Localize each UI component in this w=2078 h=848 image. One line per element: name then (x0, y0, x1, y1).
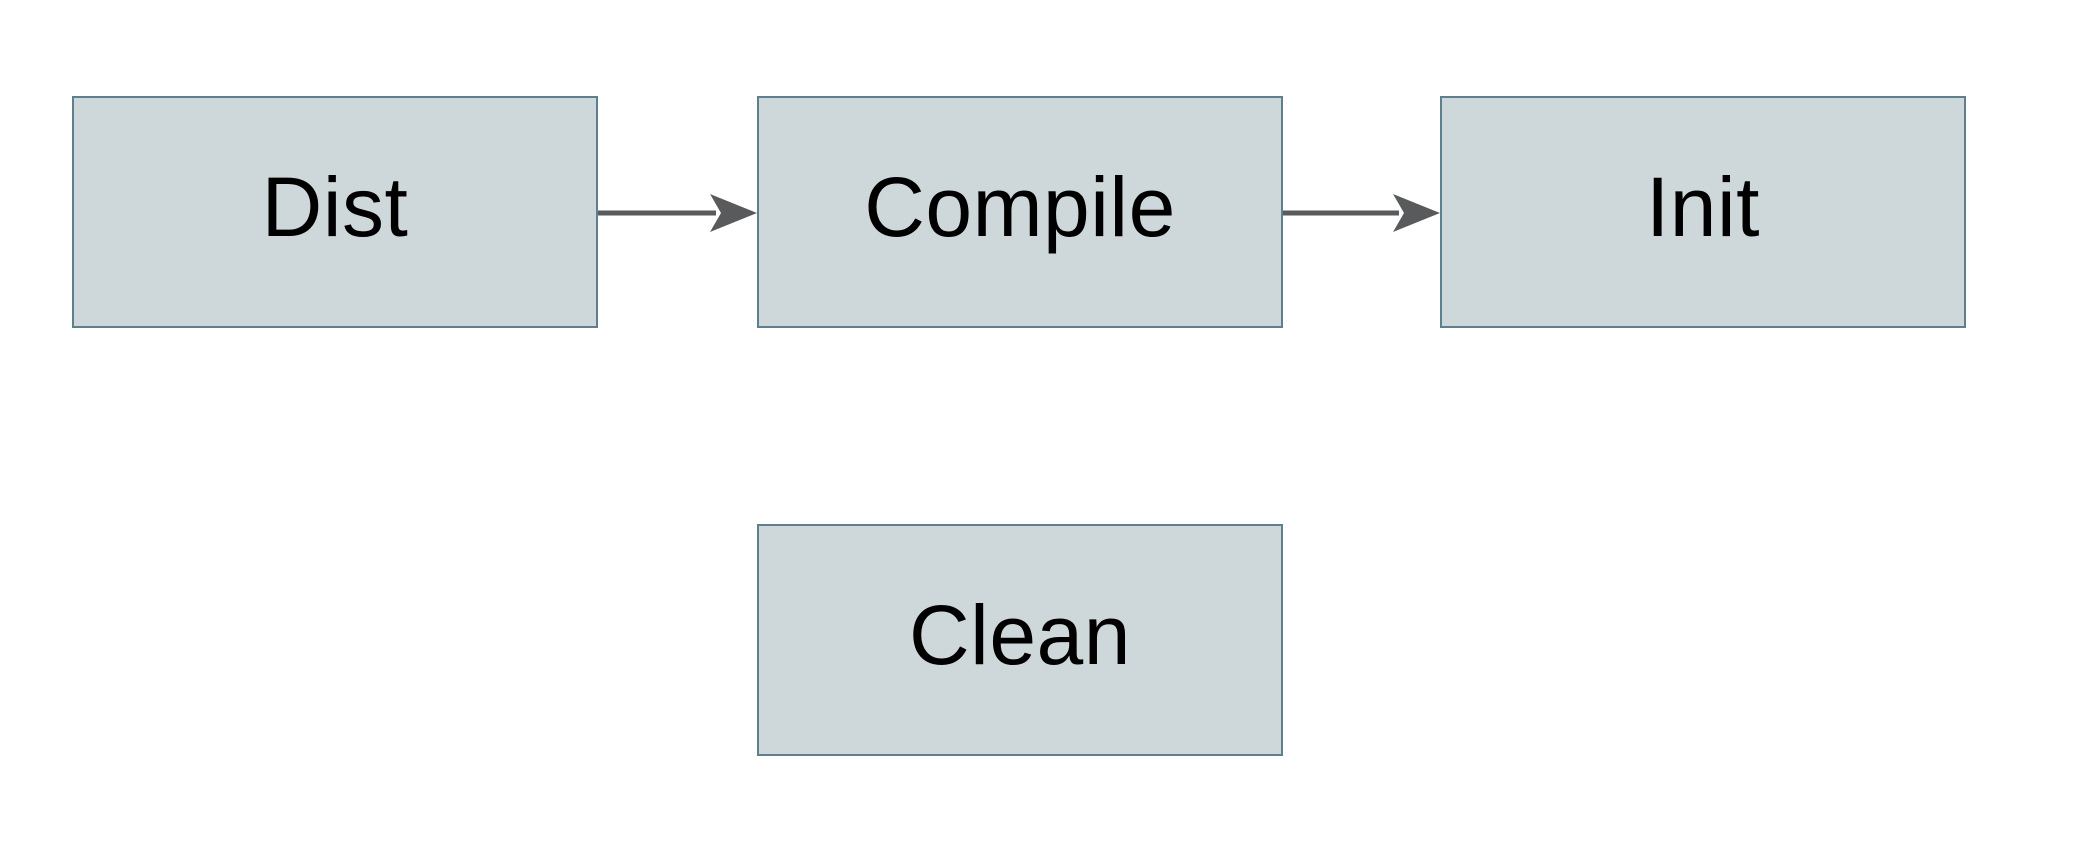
arrow-compile-to-init (1283, 194, 1440, 232)
node-compile[interactable]: Compile (757, 96, 1283, 328)
node-dist[interactable]: Dist (72, 96, 598, 328)
node-compile-label: Compile (864, 160, 1176, 254)
arrow-dist-to-compile (598, 194, 757, 232)
node-init[interactable]: Init (1440, 96, 1966, 328)
arrowhead-icon (710, 194, 757, 232)
node-clean[interactable]: Clean (757, 524, 1283, 756)
node-init-label: Init (1645, 160, 1761, 254)
node-clean-label: Clean (909, 588, 1131, 682)
arrowhead-icon (1393, 194, 1440, 232)
node-dist-label: Dist (261, 160, 409, 254)
